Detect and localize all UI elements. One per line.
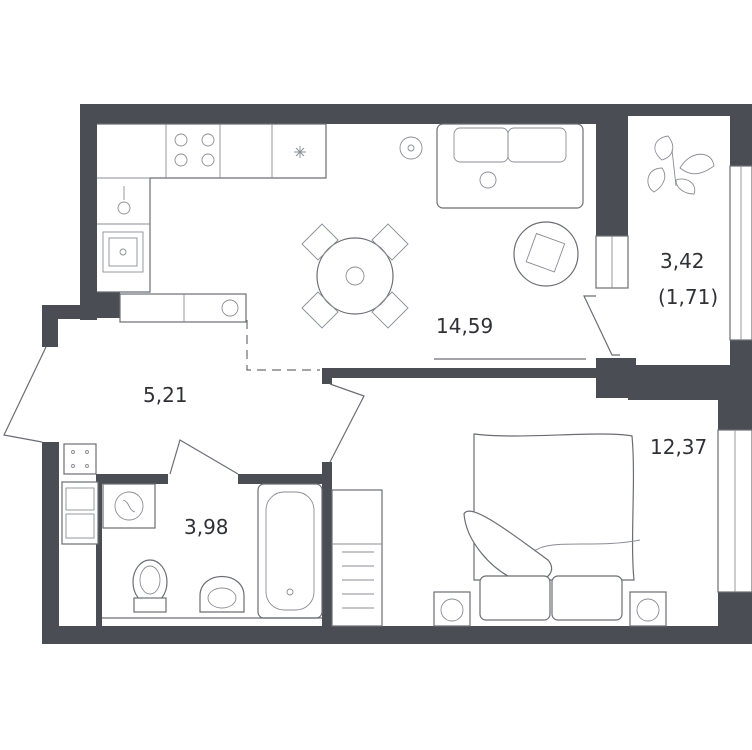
walls bbox=[42, 104, 752, 644]
bedroom-furniture bbox=[331, 433, 667, 627]
doors bbox=[3, 295, 620, 475]
balcony-plant bbox=[647, 135, 715, 195]
bathroom-fixtures bbox=[61, 443, 323, 619]
room-area-living: 14,59 bbox=[436, 314, 493, 338]
windows bbox=[595, 165, 752, 593]
room-area-balcony-note: (1,71) bbox=[658, 285, 718, 309]
living-furniture bbox=[301, 123, 586, 360]
kitchen-fixtures bbox=[97, 123, 327, 323]
room-area-hall: 5,21 bbox=[143, 383, 188, 407]
room-area-balcony: 3,42 bbox=[660, 249, 705, 273]
room-area-bathroom: 3,98 bbox=[184, 515, 229, 539]
room-area-bedroom: 12,37 bbox=[650, 435, 707, 459]
